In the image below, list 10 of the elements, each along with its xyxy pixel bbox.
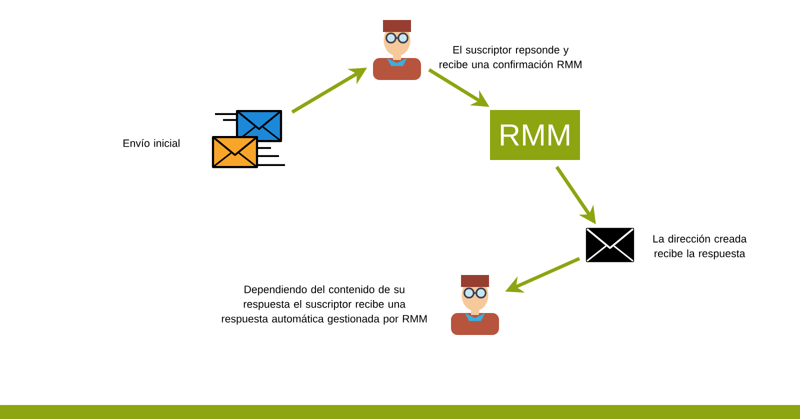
node-label: La dirección creada recibe la respuesta (653, 234, 747, 260)
person-drawing (451, 275, 499, 335)
node-label: Envío inicial (124, 139, 180, 147)
rmm-box: RMM (490, 110, 580, 160)
node-label: Dependiendo del contenido de su respuesta el suscriptor recibe una respuesta automática gestionada por RMM (222, 285, 427, 325)
footer-bar (0, 405, 800, 419)
node-label: El suscriptor repsonde y recibe una confirmación RMM (440, 46, 582, 68)
envelopes-drawing (212, 110, 285, 168)
envelope-icon (586, 228, 634, 262)
person-drawing (373, 20, 421, 80)
